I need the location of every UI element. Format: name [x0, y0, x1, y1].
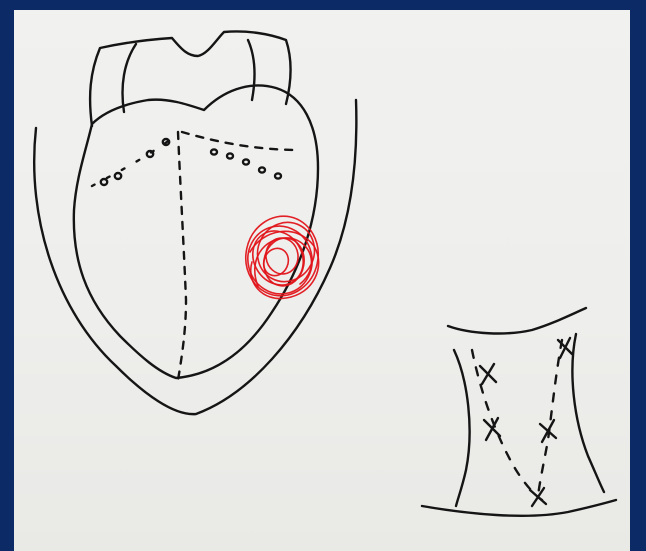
pericardial-outline [34, 100, 356, 414]
patch-dashed-line [538, 340, 562, 496]
tissue-patch-sketch [422, 308, 616, 516]
vertical-dotted-line [178, 132, 186, 380]
suture-loops [101, 139, 281, 185]
loop-mark [259, 167, 265, 172]
patch-left-edge [454, 350, 470, 506]
top-dotted-line [182, 132, 300, 150]
loop-mark [101, 179, 107, 185]
patch-top-edge [448, 308, 586, 333]
loop-mark [275, 173, 281, 178]
stitch-mark [480, 364, 496, 384]
patch-right-edge [572, 334, 604, 492]
loop-mark [227, 153, 233, 158]
red-scribble-loop [259, 244, 292, 279]
loop-mark [115, 173, 121, 179]
aortic-top-outline [90, 31, 290, 126]
patch-bottom-edge [422, 500, 616, 516]
loop-mark [211, 149, 217, 154]
stitch-mark [540, 420, 556, 442]
heart-sketch [34, 31, 356, 414]
vessel-line-right [248, 40, 255, 100]
patch-dashed-line [472, 350, 542, 500]
loop-mark [243, 159, 249, 164]
loop-mark [147, 151, 153, 157]
